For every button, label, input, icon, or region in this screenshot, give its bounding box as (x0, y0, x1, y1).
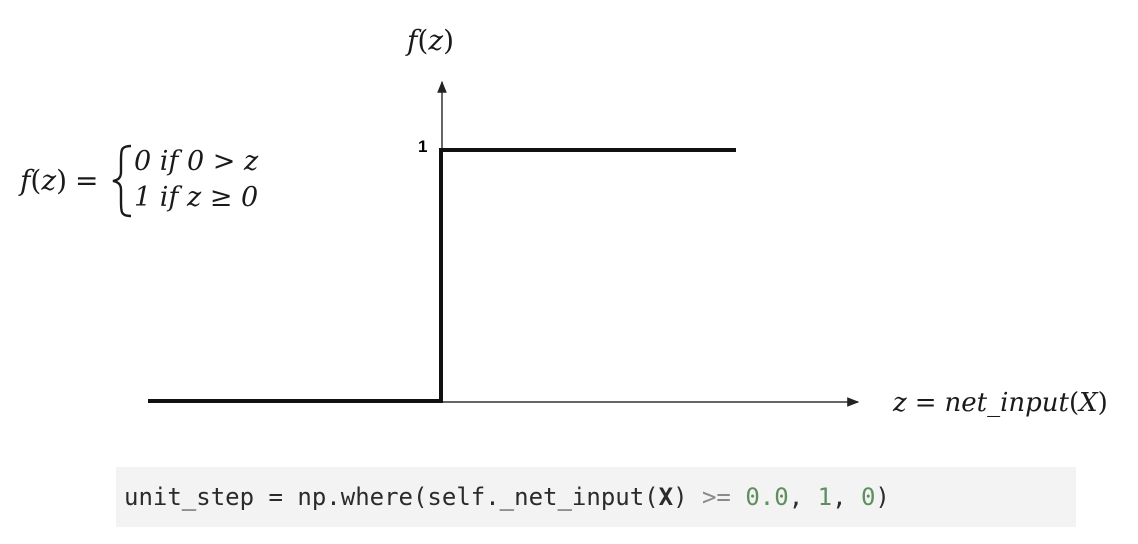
code-arg-x: X (658, 483, 674, 511)
code-close-paren: ) (875, 483, 890, 511)
step-function-curve (148, 148, 736, 403)
formula-case-2: 1 if z ≥ 0 (134, 182, 258, 213)
code-separator-2: , (832, 483, 861, 511)
code-text-mid: ) (673, 483, 702, 511)
formula-case-1: 0 if 0 > z (134, 146, 259, 177)
code-number-one: 1 (817, 483, 833, 511)
code-number-zero: 0 (860, 483, 876, 511)
piecewise-formula: f(z)= 0 if 0 > z 1 if z ≥ 0 (18, 144, 259, 218)
code-space (731, 483, 745, 511)
code-number-threshold: 0.0 (745, 483, 789, 511)
y-tick-label-one: 1 (418, 137, 427, 156)
x-axis-label: z=net_input(X) (892, 388, 1108, 418)
formula-lhs: f(z)= (18, 164, 98, 197)
code-operator: >= (701, 483, 731, 511)
code-snippet: unit_step = np.where(self._net_input(X) … (116, 467, 1076, 527)
code-text-start: unit_step = np.where(self._net_input( (124, 483, 659, 511)
code-separator-1: , (788, 483, 818, 511)
y-axis-label: f(z) (405, 24, 454, 57)
formula-brace (112, 144, 132, 218)
